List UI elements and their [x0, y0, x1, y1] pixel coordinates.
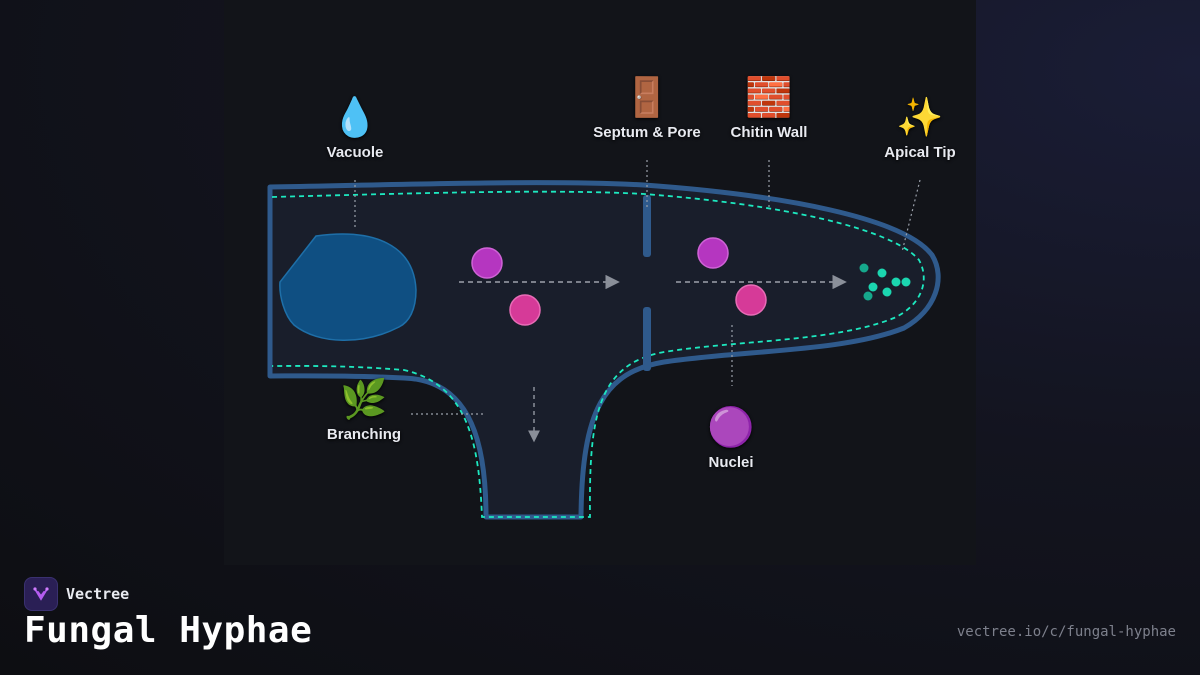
- door-icon: 🚪: [623, 77, 671, 119]
- brick-icon: 🧱: [745, 77, 793, 119]
- nuclei-label: 🟣 Nuclei: [707, 406, 754, 471]
- nucleus: [735, 284, 767, 316]
- septum-label-text: Septum & Pore: [593, 124, 701, 141]
- hypha-cell-wall: [267, 180, 941, 520]
- vacuole-label-text: Vacuole: [326, 144, 384, 161]
- plasma-membrane: [271, 190, 925, 518]
- page-url[interactable]: vectree.io/c/fungal-hyphae: [956, 624, 1176, 640]
- nucleus: [471, 247, 503, 279]
- septum-lower: [643, 307, 651, 371]
- vectree-logo-icon: [24, 577, 58, 611]
- nucleus: [697, 237, 729, 269]
- brand[interactable]: Vectree: [24, 577, 129, 611]
- apical-label-text: Apical Tip: [884, 144, 956, 161]
- herb-icon: 🌿: [340, 379, 388, 421]
- sparkles-icon: ✨: [896, 97, 944, 139]
- droplet-icon: 💧: [331, 97, 379, 139]
- purple-circle-icon: 🟣: [707, 407, 755, 449]
- nuclei-label-text: Nuclei: [708, 454, 754, 471]
- page-title: Fungal Hyphae: [24, 610, 313, 651]
- septum-upper: [643, 195, 651, 257]
- vacuole-shape: [279, 233, 417, 341]
- nucleus: [509, 294, 541, 326]
- chitin-label: 🧱 Chitin Wall: [731, 76, 808, 141]
- septum-label: 🚪 Septum & Pore: [593, 76, 701, 141]
- apical-vesicles: [859, 263, 911, 301]
- branching-label-text: Branching: [326, 426, 402, 443]
- chitin-label-text: Chitin Wall: [730, 124, 808, 141]
- apical-label: ✨ Apical Tip: [884, 96, 955, 161]
- hypha-diagram: [267, 160, 941, 520]
- vacuole-label: 💧 Vacuole: [327, 96, 384, 161]
- branching-label: 🌿 Branching: [327, 378, 401, 443]
- brand-name: Vectree: [66, 585, 130, 603]
- apical-leader: [901, 179, 921, 253]
